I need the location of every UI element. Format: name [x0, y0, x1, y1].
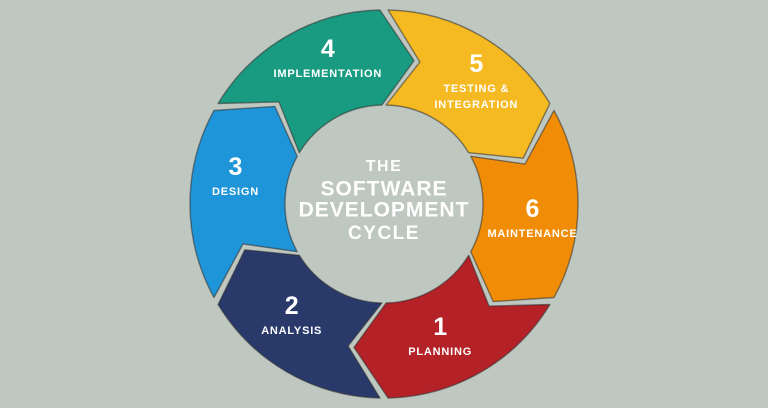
cycle-segment-analysis	[217, 249, 383, 399]
segment-2-label-line-1: ANALYSIS	[261, 325, 322, 337]
center-title-line-4: CYCLE	[348, 223, 420, 244]
segment-3-label-line-1: DESIGN	[212, 186, 259, 198]
center-title-line-3: DEVELOPMENT	[299, 199, 470, 222]
center-title-line-1: THE	[366, 158, 403, 175]
segment-4-label-line-1: IMPLEMENTATION	[274, 68, 383, 80]
segment-5-number: 5	[469, 50, 483, 78]
cycle-segment-maintenance	[470, 109, 579, 303]
segment-1-number: 1	[433, 313, 447, 341]
segment-3-number: 3	[229, 153, 243, 181]
cycle-segment-implementation	[217, 9, 415, 154]
segment-5-label-line-1: TESTING &	[443, 83, 509, 95]
cycle-segment-testing	[385, 9, 551, 159]
center-title: THE SOFTWARE DEVELOPMENT CYCLE	[299, 158, 470, 244]
segment-2-number: 2	[285, 292, 299, 320]
segment-4-number: 4	[321, 35, 335, 63]
segment-6-number: 6	[526, 195, 540, 223]
cycle-segment-planning	[353, 254, 551, 399]
segment-5-label-line-2: INTEGRATION	[434, 99, 518, 111]
center-title-line-2: SOFTWARE	[321, 178, 448, 201]
segment-1-label-line-1: PLANNING	[408, 346, 472, 358]
cycle-segment-design	[189, 105, 298, 299]
segment-6-label-line-1: MAINTENANCE	[487, 228, 577, 240]
